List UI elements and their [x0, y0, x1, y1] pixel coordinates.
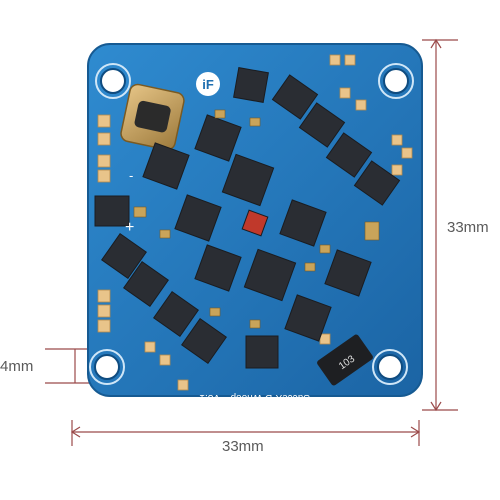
capacitor: 103: [317, 334, 373, 386]
svg-text:iF: iF: [202, 77, 214, 92]
width-dimension-label: 33mm: [222, 438, 264, 455]
dimension-width: [70, 420, 421, 446]
dimension-height: [422, 38, 458, 412]
solder-pads: [97, 54, 413, 391]
mosfet-grid: [94, 67, 401, 369]
svg-text:SucceX-D Whoop: SucceX-D Whoop: [230, 392, 310, 403]
hole-spacing-label: 4mm: [0, 358, 34, 375]
plus-mark: +: [125, 219, 134, 236]
smd-components: [133, 109, 380, 329]
height-dimension-label: 33mm: [447, 219, 489, 236]
usb-connector: [120, 83, 185, 151]
minus-mark: -: [129, 168, 133, 183]
brand-logo: iF: [196, 72, 220, 96]
svg-text:V3.1: V3.1: [199, 392, 220, 403]
silkscreen-text: SucceX-D Whoop V3.1: [199, 392, 310, 403]
pcb-board: iF: [87, 43, 423, 403]
mounting-holes: [94, 68, 409, 380]
